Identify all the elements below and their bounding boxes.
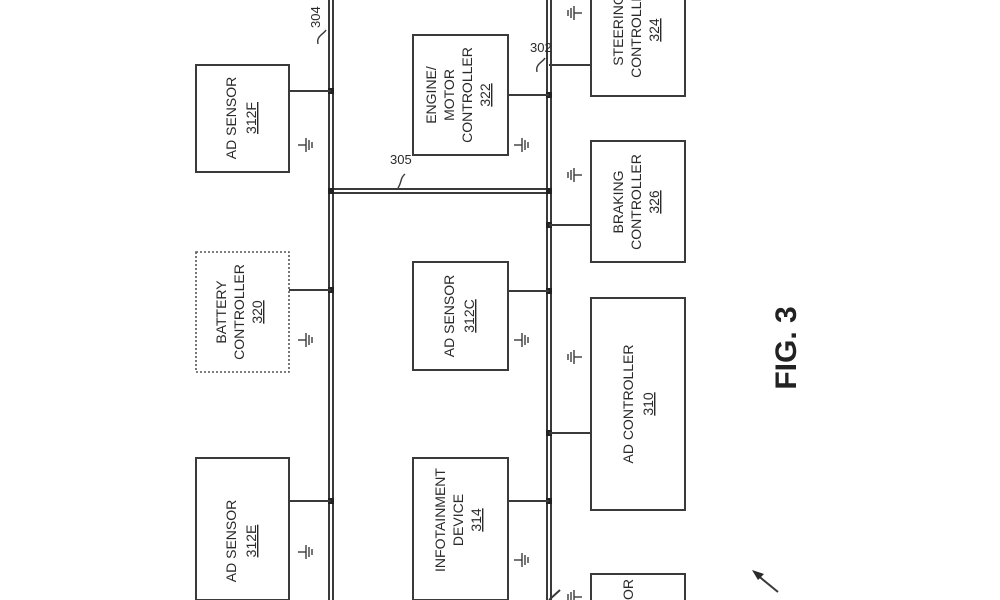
ground-icon [568, 590, 582, 600]
svg-text:310: 310 [640, 392, 656, 416]
ground-icon [568, 6, 582, 20]
block-infotainment-device-314: INFOTAINMENT DEVICE 314 [413, 458, 549, 600]
figure-label: FIG. 3 [770, 306, 803, 389]
svg-text:BRAKING: BRAKING [610, 170, 626, 233]
block-partial-bottom: OR [549, 574, 685, 600]
block-ad-sensor-312e: AD SENSOR 312E [196, 458, 331, 600]
ground-icon [568, 350, 582, 364]
svg-text:CONTROLLER: CONTROLLER [231, 264, 247, 360]
block-ad-sensor-312f: AD SENSOR 312F [196, 65, 331, 172]
ground-icon [298, 333, 312, 347]
block-ad-controller-310: AD CONTROLLER 310 [549, 298, 685, 510]
svg-text:302: 302 [530, 40, 552, 55]
ref-304: 304 [308, 6, 326, 44]
ground-icon [568, 168, 582, 182]
svg-text:OR: OR [620, 579, 636, 600]
svg-text:CONTROLLER: CONTROLLER [459, 47, 475, 143]
svg-text:CONTROLLER: CONTROLLER [628, 0, 644, 78]
block-engine-motor-controller-322: ENGINE/ MOTOR CONTROLLER 322 [413, 35, 549, 155]
svg-text:314: 314 [468, 508, 484, 532]
block-ad-sensor-312c: AD SENSOR 312C [413, 262, 549, 370]
block-braking-controller-326: BRAKING CONTROLLER 326 [549, 141, 685, 262]
ref-302: 302 [530, 40, 552, 72]
ground-icon [514, 138, 528, 152]
block-battery-controller-320: BATTERY CONTROLLER 320 [196, 252, 331, 372]
svg-text:326: 326 [646, 190, 662, 214]
ref-305: 305 [390, 152, 412, 188]
svg-text:312C: 312C [461, 299, 477, 332]
svg-text:MOTOR: MOTOR [441, 69, 457, 121]
svg-text:BATTERY: BATTERY [213, 280, 229, 344]
ground-icon [514, 333, 528, 347]
svg-text:ENGINE/: ENGINE/ [423, 66, 439, 124]
bus-302 [547, 0, 551, 600]
svg-text:CONTROLLER: CONTROLLER [628, 154, 644, 250]
svg-text:312E: 312E [243, 525, 259, 558]
ground-icon [514, 553, 528, 567]
ground-icon [298, 545, 312, 559]
reference-arrow [752, 570, 778, 592]
svg-text:324: 324 [646, 18, 662, 42]
svg-text:312F: 312F [243, 102, 259, 134]
svg-text:INFOTAINMENT: INFOTAINMENT [432, 468, 448, 572]
svg-text:AD CONTROLLER: AD CONTROLLER [620, 344, 636, 463]
svg-text:305: 305 [390, 152, 412, 167]
block-steering-controller-324: STEERING CONTROLLER 324 [549, 0, 685, 96]
ground-icon [298, 138, 312, 152]
svg-text:AD SENSOR: AD SENSOR [441, 275, 457, 357]
bus-305 [329, 189, 551, 193]
svg-text:322: 322 [477, 83, 493, 107]
svg-text:STEERING: STEERING [610, 0, 626, 66]
svg-text:320: 320 [249, 300, 265, 324]
svg-text:AD SENSOR: AD SENSOR [223, 77, 239, 159]
svg-text:AD SENSOR: AD SENSOR [223, 500, 239, 582]
svg-text:304: 304 [308, 6, 323, 28]
svg-text:DEVICE: DEVICE [450, 494, 466, 546]
